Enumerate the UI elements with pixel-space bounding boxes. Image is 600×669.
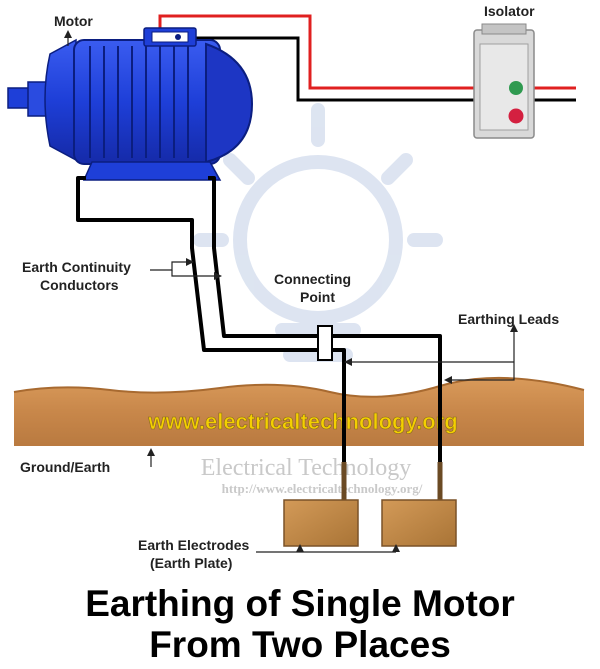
- arrowheads: [64, 30, 518, 552]
- earthing-diagram: www.electricaltechnology.org Electrical …: [7, 3, 585, 571]
- label-isolator: Isolator: [484, 3, 535, 19]
- label-earth-continuity-2: Conductors: [40, 277, 119, 293]
- earth-plate-left: [283, 499, 359, 547]
- earth-plates: [283, 499, 457, 547]
- earth-plate-right: [381, 499, 457, 547]
- label-leaders: [67, 36, 515, 553]
- earth-continuity-conductors: [76, 176, 320, 352]
- motor-icon: [7, 27, 254, 181]
- label-motor: Motor: [54, 13, 93, 29]
- red-button-icon: [508, 108, 524, 124]
- title-line-1: Earthing of Single Motor: [85, 583, 515, 624]
- watermark-brand-url: http://www.electricaltechnology.org/: [222, 481, 423, 496]
- label-earthing-leads: Earthing Leads: [458, 311, 559, 327]
- earthing-leads: [332, 334, 442, 500]
- label-earth-continuity-1: Earth Continuity: [22, 259, 131, 275]
- label-electrodes-2: (Earth Plate): [150, 555, 232, 571]
- green-button-icon: [509, 81, 523, 95]
- supply-wires: [158, 14, 576, 102]
- connecting-point-icon: [317, 325, 333, 361]
- watermark-brand: Electrical Technology: [201, 455, 411, 481]
- isolator: [473, 23, 535, 139]
- label-connecting-1: Connecting: [274, 271, 351, 287]
- label-electrodes-1: Earth Electrodes: [138, 537, 249, 553]
- lightbulb-watermark-icon: [193, 103, 443, 362]
- label-ground: Ground/Earth: [20, 459, 110, 475]
- watermark-url: www.electricaltechnology.org: [147, 409, 457, 434]
- title-line-2: From Two Places: [149, 624, 451, 665]
- label-connecting-2: Point: [300, 289, 335, 305]
